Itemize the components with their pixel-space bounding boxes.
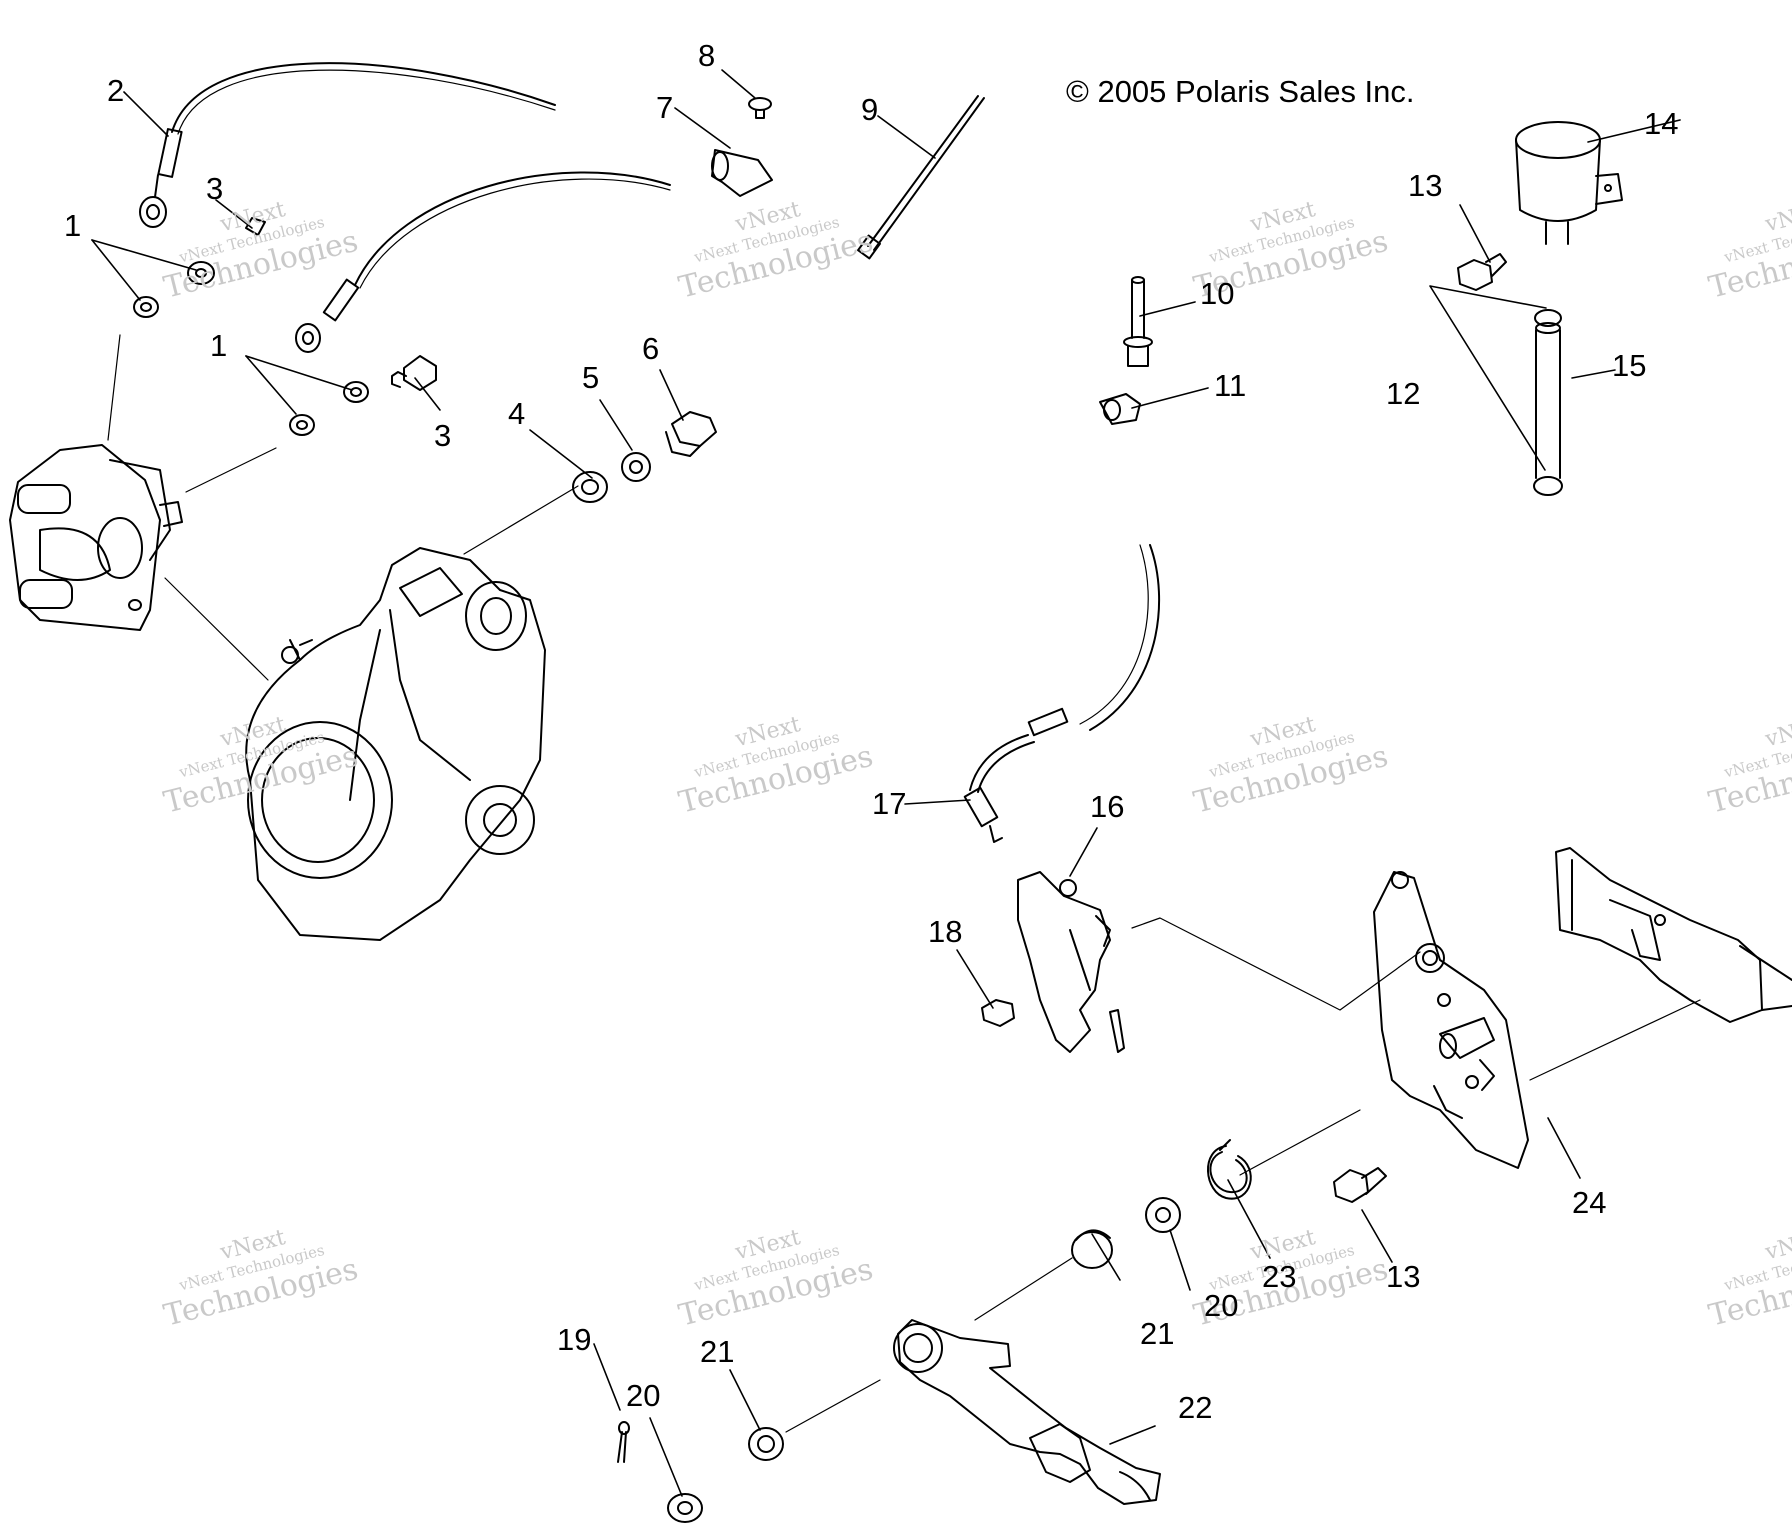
- bracket-and-rod: [711, 95, 985, 260]
- callout-23: 23: [1262, 1259, 1297, 1294]
- bushings: [748, 1229, 1113, 1461]
- callout-20: 20: [1204, 1288, 1239, 1323]
- callout-14: 14: [1644, 106, 1679, 141]
- callout-6: 6: [642, 331, 660, 366]
- mount-bracket: [1373, 871, 1529, 1169]
- callout-8: 8: [698, 38, 716, 73]
- callout-17: 17: [872, 786, 907, 821]
- callout-4: 4: [508, 396, 526, 431]
- brake-line-lower: [295, 171, 671, 353]
- brake-line-17: [963, 707, 1069, 843]
- callout-19: 19: [557, 1322, 592, 1357]
- leader-lines: [91, 69, 1681, 1497]
- master-cylinder: [1017, 871, 1125, 1053]
- bolts: [245, 217, 1507, 1203]
- callout-15: 15: [1612, 348, 1647, 383]
- callout-13: 13: [1386, 1259, 1421, 1294]
- cotter-pin: [617, 1421, 630, 1463]
- callout-3: 3: [206, 171, 224, 206]
- callout-21: 21: [1140, 1316, 1175, 1351]
- callout-11: 11: [1214, 368, 1247, 403]
- hub-housing: [245, 547, 546, 941]
- callout-10: 10: [1200, 276, 1235, 311]
- callout-3: 3: [434, 418, 452, 453]
- callout-21: 21: [700, 1334, 735, 1369]
- brake-line-upper: [139, 62, 556, 228]
- callout-16: 16: [1090, 789, 1125, 824]
- callout-24: 24: [1572, 1185, 1607, 1220]
- brake-caliper: [9, 444, 183, 631]
- callout-7: 7: [656, 90, 674, 125]
- assembly-lines: [107, 334, 1701, 1433]
- callout-12: 12: [1386, 376, 1421, 411]
- brake-pedal: [893, 1319, 1161, 1505]
- callout-2: 2: [107, 73, 125, 108]
- washers: [133, 261, 1181, 1523]
- pin-and-clip: [1099, 276, 1153, 425]
- callout-20: 20: [626, 1378, 661, 1413]
- callout-22: 22: [1178, 1390, 1213, 1425]
- callout-9: 9: [861, 92, 879, 127]
- callout-13: 13: [1408, 168, 1443, 203]
- reservoir-assembly: [1515, 121, 1623, 496]
- callout-1: 1: [64, 208, 82, 243]
- callout-1: 1: [210, 328, 228, 363]
- frame-section: [1555, 847, 1792, 1023]
- callout-5: 5: [582, 360, 600, 395]
- copyright-notice: © 2005 Polaris Sales Inc.: [1066, 74, 1415, 109]
- return-spring: [1207, 1139, 1252, 1200]
- callout-18: 18: [928, 914, 963, 949]
